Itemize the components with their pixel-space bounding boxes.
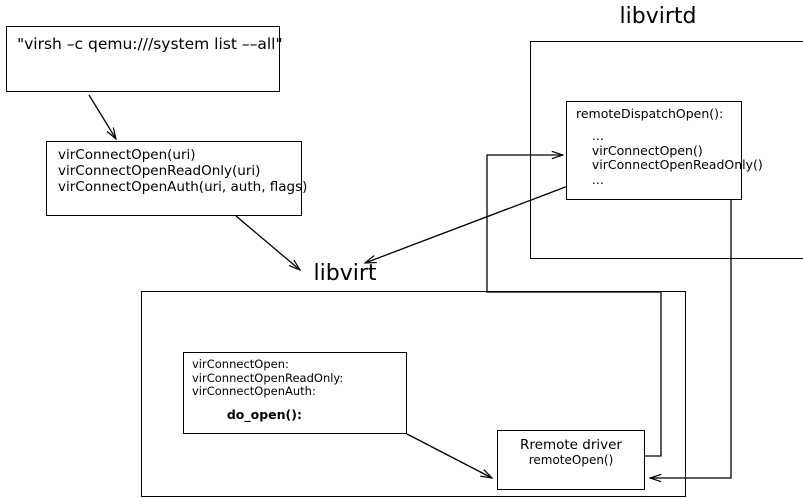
virsh-command-box: "virsh –c qemu:///system list ––all" xyxy=(6,26,283,92)
remote-driver-title: Rremote driver xyxy=(520,437,622,453)
impl-line-1: virConnectOpenReadOnly: xyxy=(192,370,344,385)
dispatch-line-4: virConnectOpenReadOnly() xyxy=(576,157,763,173)
dispatch-line-5: ... xyxy=(576,172,604,187)
libvirtd-container xyxy=(530,41,803,259)
virsh-command-text: "virsh –c qemu:///system list ––all" xyxy=(17,35,283,53)
dispatch-line-0: remoteDispatchOpen(): xyxy=(576,106,724,121)
group-label-libvirtd: libvirtd xyxy=(619,4,697,29)
driver-impl-box: virConnectOpen: virConnectOpenReadOnly: … xyxy=(183,352,407,434)
group-label-libvirt: libvirt xyxy=(313,261,377,286)
dispatch-line-1 xyxy=(576,122,763,129)
impl-line-0: virConnectOpen: xyxy=(192,357,289,371)
remote-driver-subtitle: remoteOpen() xyxy=(528,453,614,468)
public-api-box: virConnectOpen(uri) virConnectOpenReadOn… xyxy=(46,141,307,216)
api-line-1: virConnectOpenReadOnly(uri) xyxy=(58,162,261,179)
impl-line-2: virConnectOpenAuth: xyxy=(192,384,316,399)
wire-command-to-api xyxy=(88,94,116,139)
remote-driver-box: Rremote driver remoteOpen() xyxy=(497,430,645,490)
impl-line-4: do_open(): xyxy=(192,406,302,422)
api-line-0: virConnectOpen(uri) xyxy=(58,147,196,163)
api-line-2: virConnectOpenAuth(uri, auth, flags) xyxy=(58,178,308,195)
libvirt-container xyxy=(141,291,686,497)
remote-dispatch-open-box: remoteDispatchOpen(): ... virConnectOpen… xyxy=(566,101,763,200)
dispatch-line-3: virConnectOpen() xyxy=(576,142,703,158)
dispatch-line-2: ... xyxy=(576,127,604,143)
